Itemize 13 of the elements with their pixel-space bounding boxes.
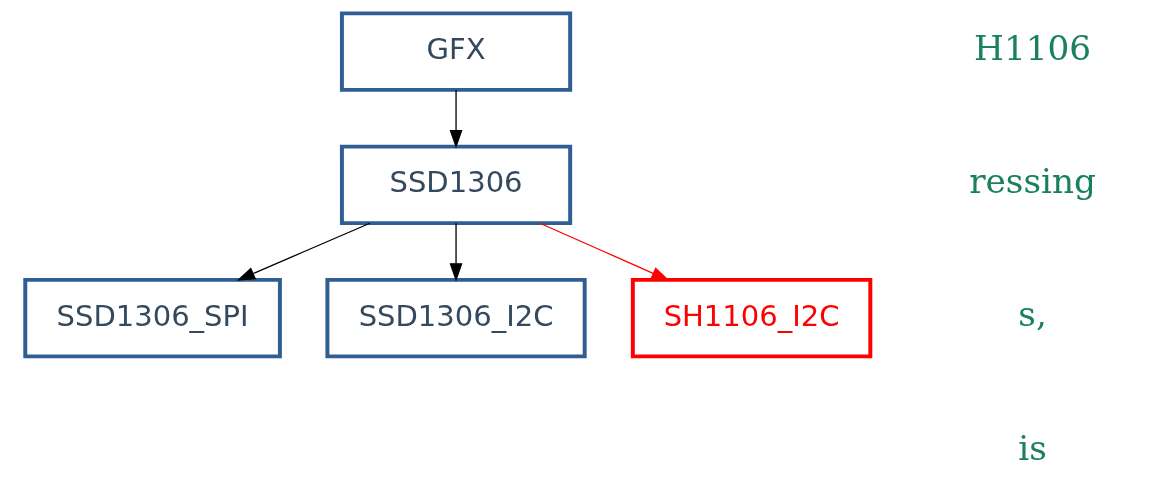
arrow [538, 222, 670, 281]
node-box: SH1106_I2C [630, 277, 872, 359]
node-box: SSD1306_SPI [22, 277, 282, 359]
arrow [449, 222, 463, 282]
label: H1106 [973, 27, 1091, 68]
node-box: SSD1306_I2C [324, 277, 587, 359]
label: ressing [968, 161, 1096, 202]
arrow [236, 222, 371, 281]
arrow [449, 89, 463, 149]
node-box: SSD1306 [339, 144, 572, 226]
node-box: GFX [339, 11, 572, 92]
label: s, [1017, 294, 1047, 335]
label: is [1017, 427, 1047, 468]
